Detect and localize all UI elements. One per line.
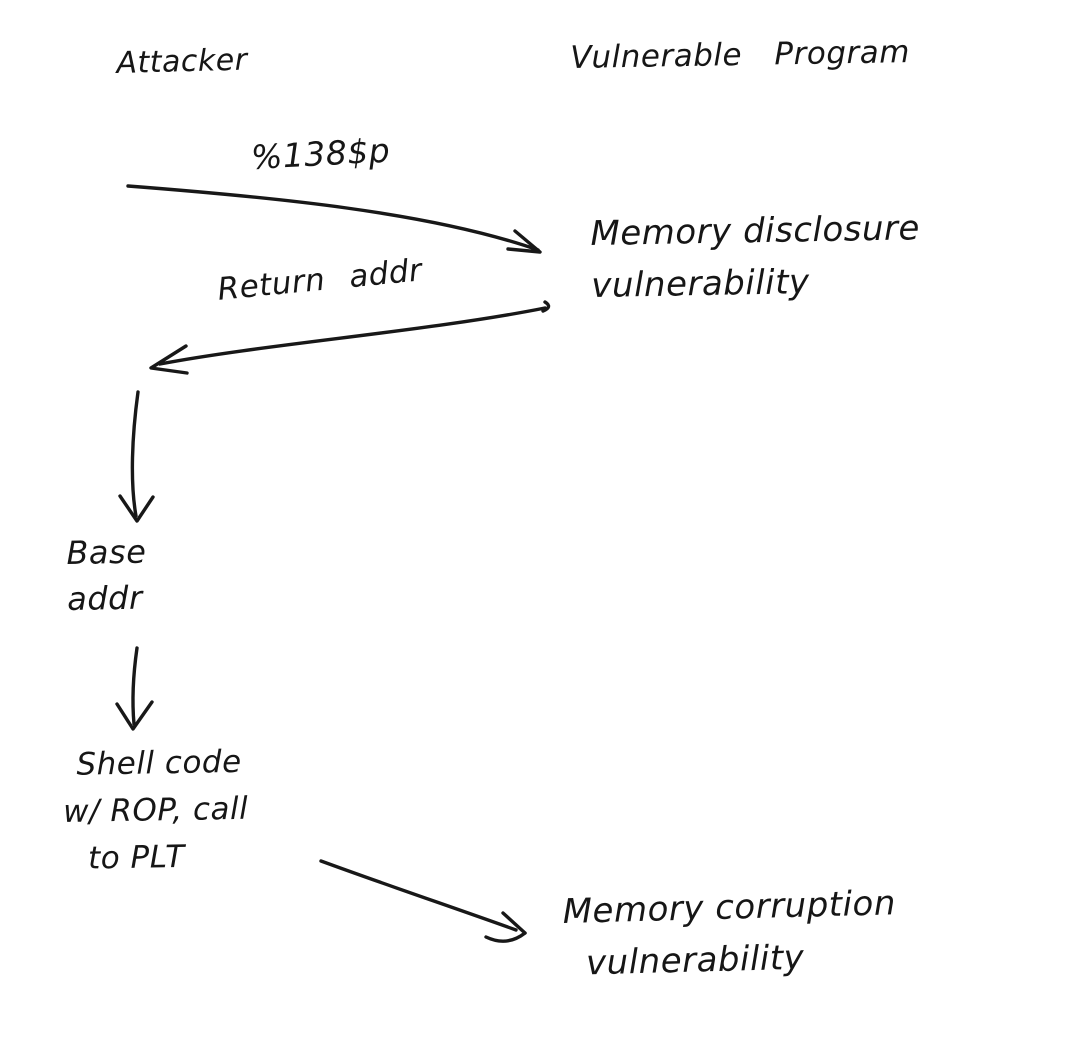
shellcode-line3: to PLT	[87, 838, 186, 877]
arrow-return-addr	[149, 300, 551, 375]
memory-corruption-node: Memory corruption vulnerability	[562, 877, 898, 990]
memory-disclosure-line2: vulnerability	[591, 262, 810, 306]
arrow-to-memory-corruption	[319, 859, 527, 943]
arrow-down-base-addr	[118, 390, 155, 523]
format-string-payload-label: %138$p	[250, 130, 392, 177]
memory-disclosure-line1: Memory disclosure	[590, 208, 921, 254]
actor-vulnerable-program-label: Vulnerable Program	[570, 34, 911, 76]
base-addr-line1: Base	[66, 532, 147, 572]
shellcode-line2: w/ ROP, call	[62, 790, 249, 830]
memory-disclosure-node: Memory disclosure vulnerability	[590, 202, 921, 312]
memory-corruption-line1: Memory corruption	[562, 883, 897, 932]
memory-corruption-line2: vulnerability	[585, 937, 805, 984]
arrow-down-shellcode	[115, 646, 154, 731]
shellcode-line1: Shell code	[76, 743, 242, 783]
base-addr-line2: addr	[66, 578, 143, 618]
return-addr-label: Return addr	[216, 252, 424, 308]
base-addr-node: Base addr	[66, 529, 148, 622]
shellcode-node: Shell code w/ ROP, call to PLT	[62, 739, 249, 883]
arrow-format-string	[126, 184, 542, 254]
actor-attacker-label: Attacker	[116, 42, 248, 81]
